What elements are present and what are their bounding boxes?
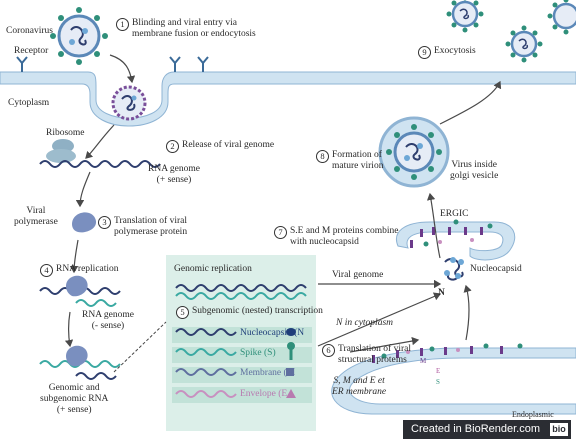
step-text: RNA replication — [56, 264, 119, 274]
step-number: 8 — [316, 150, 329, 163]
nucleocapsid-label: Nucleocapsid — [470, 264, 522, 274]
rna-replication-icon — [39, 275, 121, 307]
panel-genomic-replication: Genomic replication — [174, 264, 252, 274]
n-letter-label: N — [438, 288, 445, 298]
step-9: 9 Exocytosis — [418, 46, 476, 59]
virus-golgi-label: Virus inside golgi vesicle — [450, 160, 499, 181]
panel-envelope: Envelope (E — [240, 389, 288, 399]
ribosome-label: Ribosome — [46, 128, 85, 138]
endoplasmic-label: Endoplasmic — [512, 410, 554, 419]
step-7: 7 S.E and M proteins combine with nucleo… — [274, 226, 398, 248]
s-small-label: S — [436, 378, 440, 386]
panel-band — [172, 387, 312, 403]
ergic-compartment — [396, 219, 516, 261]
step-text: Exocytosis — [434, 46, 476, 56]
coronavirus-icon — [50, 7, 108, 65]
step-3: 3 Translation of viral polymerase protei… — [98, 216, 187, 238]
viral-polymerase-label: Viral polymerase — [14, 206, 58, 227]
panel-membrane: Membrane (M — [240, 368, 296, 378]
receptor-label: Receptor — [14, 46, 49, 56]
panel-band — [172, 347, 312, 363]
rna-genome-minus-label: RNA genome (- sense) — [82, 310, 134, 331]
watermark-text: Created in BioRender.com — [411, 423, 541, 435]
step-number: 9 — [418, 46, 431, 59]
step-text: S.E and M proteins combine with nucleoca… — [290, 226, 399, 247]
panel-spike: Spike (S) — [240, 348, 276, 358]
process-arrows — [64, 54, 502, 353]
biorender-watermark[interactable]: Created in BioRender.com bio — [403, 420, 571, 439]
step-number: 6 — [322, 344, 335, 357]
step-number: 4 — [40, 264, 53, 277]
rna-genome-plus-strand — [39, 160, 161, 168]
step-text: Release of viral genome — [182, 140, 275, 150]
panel-band — [172, 367, 312, 383]
step-text: Translation of viral structural proteins — [338, 344, 412, 365]
step-number: 2 — [166, 140, 179, 153]
endocytosed-virus-icon — [111, 85, 147, 121]
released-virus-icon — [446, 0, 484, 33]
step-text: Formation of mature virion — [332, 150, 384, 171]
ergic-label: ERGIC — [440, 209, 469, 219]
released-virus-icon — [505, 25, 543, 63]
step-5: 5 Subgenomic (nested) transcription — [176, 306, 323, 319]
m-small-label: M — [420, 357, 427, 365]
step-1: 1 Blinding and viral entry via membrane … — [116, 18, 256, 40]
panel-nucleocapsid: Nucleocapsid (N — [240, 328, 305, 338]
step-2: 2 Release of viral genome — [166, 140, 274, 153]
biorender-logo-icon: bio — [550, 423, 568, 436]
panel-band — [172, 327, 312, 343]
viral-polymerase-icon — [72, 212, 97, 233]
rna-genome-plus-label: RNA genome (+ sense) — [148, 164, 200, 185]
step-text: Subgenomic (nested) transcription — [192, 306, 323, 316]
plasma-membrane — [0, 71, 576, 127]
step-4: 4 RNA replication — [40, 264, 119, 277]
cytoplasm-label: Cytoplasm — [8, 98, 50, 108]
e-small-label: E — [436, 367, 441, 375]
step-text: Blinding and viral entry via membrane fu… — [132, 18, 256, 39]
receptor-icons — [16, 56, 209, 72]
genomic-subgenomic-label: Genomic and subgenomic RNA (+ sense) — [40, 383, 109, 415]
step-8: 8 Formation of mature virion — [316, 150, 383, 172]
step-number: 7 — [274, 226, 287, 239]
step-number: 1 — [116, 18, 129, 31]
viral-genome-label: Viral genome — [332, 270, 384, 280]
golgi-vesicle-icon — [378, 116, 450, 188]
smee-er-label: S, M and E et ER membrane — [332, 376, 387, 397]
step-number: 5 — [176, 306, 189, 319]
panel-strands — [175, 284, 307, 398]
coronavirus-label: Coronavirus — [6, 26, 53, 36]
nucleocapsid-icon — [444, 257, 464, 281]
step-text: Translation of viral polymerase protein — [114, 216, 188, 237]
released-virus-icon — [547, 0, 576, 35]
n-in-cytoplasm-label: N in cytoplasm — [336, 318, 393, 328]
step-6: 6 Translation of viral structural protei… — [322, 344, 411, 366]
subgenomic-rna-icon — [39, 345, 121, 380]
ribosome-icon — [46, 139, 76, 163]
endoplasmic-reticulum — [331, 343, 576, 415]
step-number: 3 — [98, 216, 111, 229]
